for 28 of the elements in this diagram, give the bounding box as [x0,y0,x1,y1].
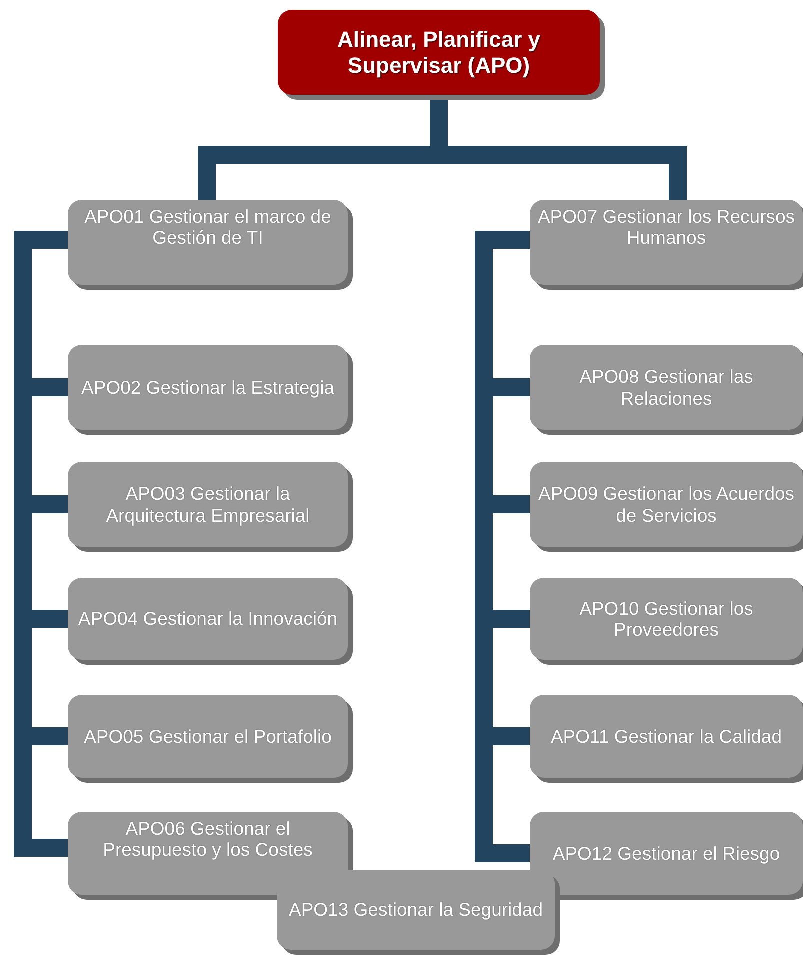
process-box [68,812,348,895]
process-box [530,345,803,430]
process-box [530,695,803,778]
box-label: APO10 Gestionar los Proveedores [578,598,754,640]
box-label: APO13 Gestionar la Seguridad [288,899,543,921]
box-label: APO04 Gestionar la Innovación [78,608,338,630]
box-label: APO06 Gestionar el Presupuesto y los Costes [102,818,314,861]
process-box [530,812,803,895]
process-box [68,200,348,285]
title-box [278,10,600,95]
box-label: APO02 Gestionar la Estrategia [82,376,334,398]
process-box [277,870,555,950]
box-label: APO05 Gestionar el Portafolio [84,726,332,748]
process-box [530,578,803,660]
box-label: APO03 Gestionar la Arquitectura Empresarial [105,483,311,526]
process-box [68,695,348,778]
process-box [68,462,348,547]
box-label: Alinear, Planificar y Supervisar (APO) [336,27,542,78]
box-label: APO12 Gestionar el Riesgo [552,842,780,864]
process-box [68,578,348,660]
box-label: APO11 Gestionar la Calidad [550,726,782,748]
process-box [530,200,803,285]
box-label: APO09 Gestionar los Acuerdos de Servicios [537,483,796,526]
process-box [68,345,348,430]
box-label: APO07 Gestionar los Recursos Humanos [536,206,796,249]
process-box [530,462,803,547]
box-label: APO01 Gestionar el marco de Gestión de TI [84,206,332,249]
box-label: APO08 Gestionar las Relaciones [578,366,754,409]
